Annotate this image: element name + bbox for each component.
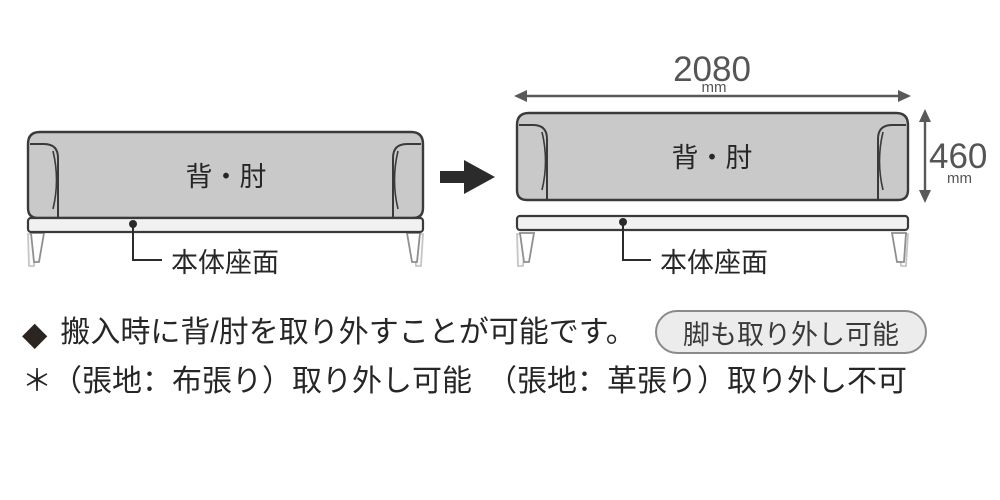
left-sofa-left-leg-front — [30, 232, 46, 263]
width-dimension-unit: mm — [702, 79, 727, 96]
width-dimension-arrowhead-right — [898, 90, 911, 102]
left-sofa-right-armrest-line — [392, 143, 421, 217]
right-sofa: 2080 mm 背・肘 460 mm — [514, 50, 987, 278]
right-sofa-leader-dot — [619, 218, 627, 226]
left-sofa-left-armrest-line — [30, 143, 59, 217]
note-removal-text: 搬入時に背/肘を取り外すことが可能です。 — [60, 316, 636, 349]
diagram-canvas: 背・肘 本体座面 2080 mm 背・肘 — [26, 50, 987, 278]
left-sofa-left-armrest-curve — [52, 150, 58, 210]
right-sofa-right-armrest-line — [877, 124, 906, 199]
width-dimension-arrowhead-left — [514, 90, 527, 102]
legs-removable-badge: 脚も取り外し可能 — [655, 310, 927, 354]
width-dimension-value: 2080 — [673, 50, 751, 89]
legs-removable-badge-label: 脚も取り外し可能 — [683, 319, 899, 350]
right-sofa-back-arm-body — [515, 111, 910, 202]
left-sofa-leader-dot — [129, 220, 137, 228]
left-sofa: 背・肘 本体座面 — [26, 130, 425, 278]
height-dimension-arrowhead-top — [919, 109, 931, 122]
left-sofa-seat — [26, 216, 425, 234]
note-removal: ◆ 搬入時に背/肘を取り外すことが可能です。 — [22, 311, 636, 355]
left-sofa-right-leg-front — [405, 232, 421, 263]
height-dimension-unit: mm — [947, 170, 972, 187]
left-sofa-right-armrest-curve — [393, 150, 399, 210]
diamond-bullet-icon: ◆ — [22, 314, 48, 352]
right-sofa-seat-label: 本体座面 — [660, 248, 768, 278]
right-sofa-right-armrest-curve — [878, 131, 884, 191]
right-sofa-body-label: 背・肘 — [672, 143, 753, 173]
right-sofa-left-armrest-curve — [541, 131, 547, 191]
right-sofa-left-leg-front — [518, 232, 536, 263]
height-dimension-arrowhead-bottom — [919, 190, 931, 203]
height-dimension-value: 460 — [929, 137, 987, 176]
right-sofa-leader-line — [622, 225, 651, 261]
right-sofa-right-leg-front — [890, 232, 907, 263]
left-sofa-seat-label: 本体座面 — [171, 248, 279, 278]
right-arrow-icon — [440, 160, 495, 194]
right-sofa-left-armrest-line — [519, 124, 548, 199]
right-sofa-seat — [515, 214, 910, 232]
left-sofa-body-label: 背・肘 — [186, 162, 267, 192]
note-upholstery: ＊（張地：布張り）取り外し可能 （張地：革張り）取り外し不可 — [22, 365, 907, 398]
left-sofa-leader-line — [132, 227, 162, 261]
